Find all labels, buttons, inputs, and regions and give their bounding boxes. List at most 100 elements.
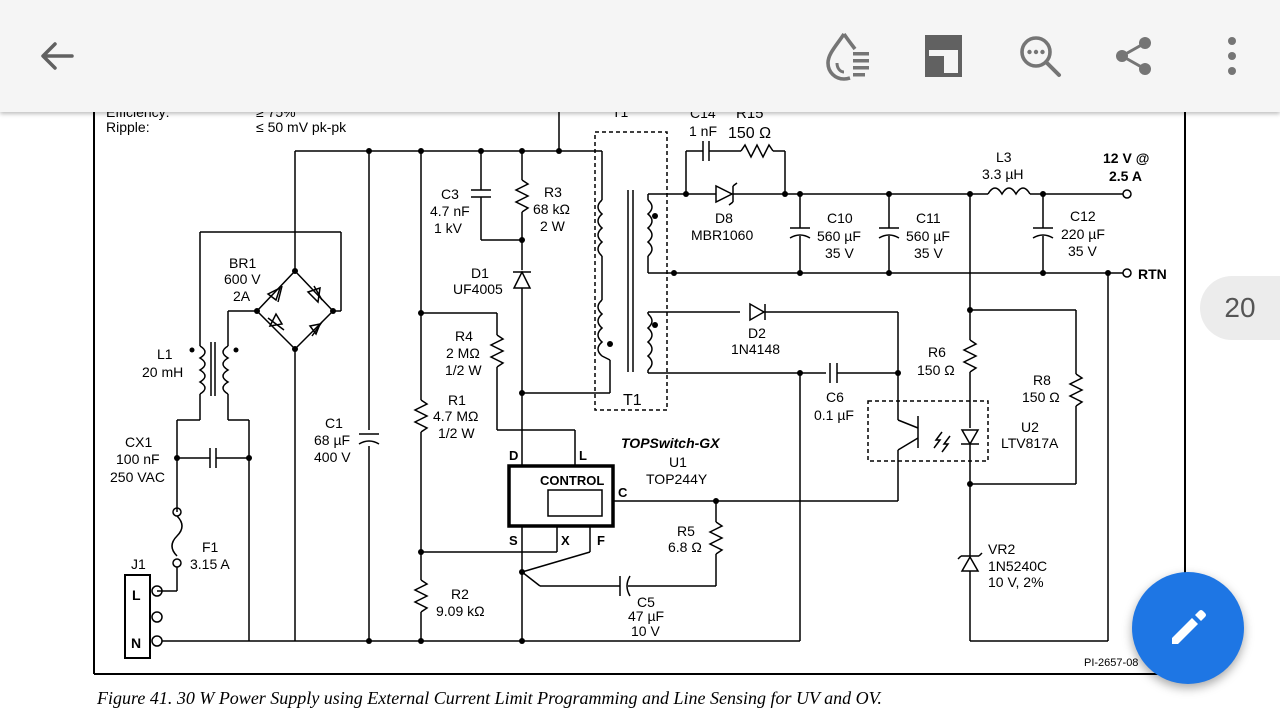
arrow-left-icon — [41, 42, 74, 70]
c11-value: 560 µF — [906, 228, 950, 244]
u1-pin-f: F — [597, 533, 605, 548]
reading-mode-button[interactable] — [820, 28, 876, 84]
u1-control-label: CONTROL — [540, 473, 604, 488]
l3-value: 3.3 µH — [982, 166, 1024, 182]
cx1-voltage: 250 VAC — [110, 469, 165, 485]
d1-part: UF4005 — [453, 281, 503, 297]
j1-pin-n: N — [131, 635, 141, 651]
back-button[interactable] — [28, 28, 84, 84]
br1-current: 2A — [233, 288, 251, 304]
u1-part: TOP244Y — [646, 471, 708, 487]
l3-ref: L3 — [996, 149, 1012, 165]
r3-power: 2 W — [540, 218, 566, 234]
schematic-diagram: Efficiency: ≥ 75% Ripple: ≤ 50 mV pk-pk … — [93, 112, 1186, 675]
u2-part: LTV817A — [1001, 435, 1059, 451]
spec-ripple-value: ≤ 50 mV pk-pk — [256, 119, 347, 135]
r1-ref: R1 — [448, 392, 466, 408]
r1-power: 1/2 W — [438, 425, 475, 441]
c10-value: 560 µF — [817, 228, 861, 244]
d2-ref: D2 — [748, 325, 766, 341]
app-toolbar — [0, 0, 1280, 112]
vr2-ref: VR2 — [988, 541, 1015, 557]
c6-value: 0.1 µF — [814, 407, 854, 423]
vr2-spec: 10 V, 2% — [988, 574, 1044, 590]
page-layout-button[interactable] — [916, 28, 972, 84]
pencil-edit-icon — [1172, 610, 1206, 644]
output-voltage: 12 V @ — [1103, 150, 1149, 166]
br1-ref: BR1 — [229, 255, 256, 271]
cx1-value: 100 nF — [116, 451, 160, 467]
d2-part: 1N4148 — [731, 341, 780, 357]
c1-voltage: 400 V — [314, 449, 351, 465]
cx1-ref: CX1 — [125, 434, 152, 450]
c10-voltage: 35 V — [825, 245, 854, 261]
l1-value: 20 mH — [142, 364, 183, 380]
c14-ref: C14 — [690, 112, 716, 121]
share-button[interactable] — [1106, 28, 1162, 84]
r5-ref: R5 — [677, 523, 695, 539]
c5-value: 47 µF — [628, 608, 664, 624]
c3-value: 4.7 nF — [430, 203, 470, 219]
c1-ref: C1 — [325, 415, 343, 431]
c5-ref: C5 — [637, 594, 655, 610]
search-dots-icon — [1020, 36, 1061, 77]
j1-ref: J1 — [131, 556, 146, 572]
search-button[interactable] — [1012, 28, 1068, 84]
f1-value: 3.15 A — [190, 556, 230, 572]
more-options-button[interactable] — [1204, 28, 1260, 84]
c3-ref: C3 — [441, 186, 459, 202]
c11-voltage: 35 V — [914, 245, 943, 261]
edit-fab-button[interactable] — [1132, 572, 1244, 684]
page-number: 20 — [1224, 292, 1256, 323]
page-layout-icon — [925, 35, 962, 77]
r15-value: 150 Ω — [728, 125, 771, 142]
c11-ref: C11 — [916, 210, 941, 226]
pdf-page-view[interactable]: Efficiency: ≥ 75% Ripple: ≤ 50 mV pk-pk … — [0, 112, 1280, 720]
spec-efficiency-value: ≥ 75% — [256, 112, 296, 120]
spec-ripple-label: Ripple: — [106, 119, 150, 135]
u1-pin-s: S — [509, 533, 518, 548]
r5-value: 6.8 Ω — [668, 539, 702, 555]
r4-value: 2 MΩ — [446, 345, 480, 361]
c3-voltage: 1 kV — [434, 220, 463, 236]
r2-ref: R2 — [451, 586, 469, 602]
r8-ref: R8 — [1033, 372, 1051, 388]
c6-ref: C6 — [826, 389, 844, 405]
output-rtn: RTN — [1138, 266, 1167, 282]
r6-value: 150 Ω — [917, 362, 955, 378]
c5-voltage: 10 V — [631, 623, 660, 639]
r3-ref: R3 — [544, 184, 562, 200]
j1-pin-l: L — [132, 587, 141, 603]
r4-ref: R4 — [455, 328, 473, 344]
c12-voltage: 35 V — [1068, 243, 1097, 259]
u1-family: TOPSwitch-GX — [621, 435, 721, 451]
c1-value: 68 µF — [314, 432, 350, 448]
c14-value: 1 nF — [689, 123, 717, 139]
figure-caption: Figure 41. 30 W Power Supply using Exter… — [97, 688, 882, 708]
c10-ref: C10 — [827, 210, 853, 226]
t1-ref: T1 — [623, 392, 642, 409]
u1-ref: U1 — [669, 454, 687, 470]
r4-power: 1/2 W — [445, 362, 482, 378]
u1-pin-c: C — [618, 485, 628, 500]
u1-pin-l: L — [579, 448, 587, 463]
c12-value: 220 µF — [1061, 226, 1105, 242]
r2-value: 9.09 kΩ — [436, 603, 485, 619]
u2-ref: U2 — [1021, 419, 1039, 435]
f1-ref: F1 — [202, 539, 219, 555]
pi-code: PI-2657-08 — [1084, 657, 1138, 669]
more-vert-icon — [1228, 37, 1236, 75]
d8-part: MBR1060 — [691, 227, 753, 243]
d1-ref: D1 — [471, 265, 489, 281]
output-current: 2.5 A — [1109, 168, 1142, 184]
t1-top-label: T1 — [612, 112, 629, 120]
r3-value: 68 kΩ — [533, 201, 570, 217]
r8-value: 150 Ω — [1022, 389, 1060, 405]
l1-ref: L1 — [157, 346, 173, 362]
u1-pin-x: X — [561, 533, 570, 548]
c12-ref: C12 — [1070, 208, 1096, 224]
br1-voltage: 600 V — [224, 271, 261, 287]
spec-efficiency-label: Efficiency: — [106, 112, 170, 120]
vr2-part: 1N5240C — [988, 558, 1047, 574]
page-indicator: 20 — [1200, 276, 1280, 340]
